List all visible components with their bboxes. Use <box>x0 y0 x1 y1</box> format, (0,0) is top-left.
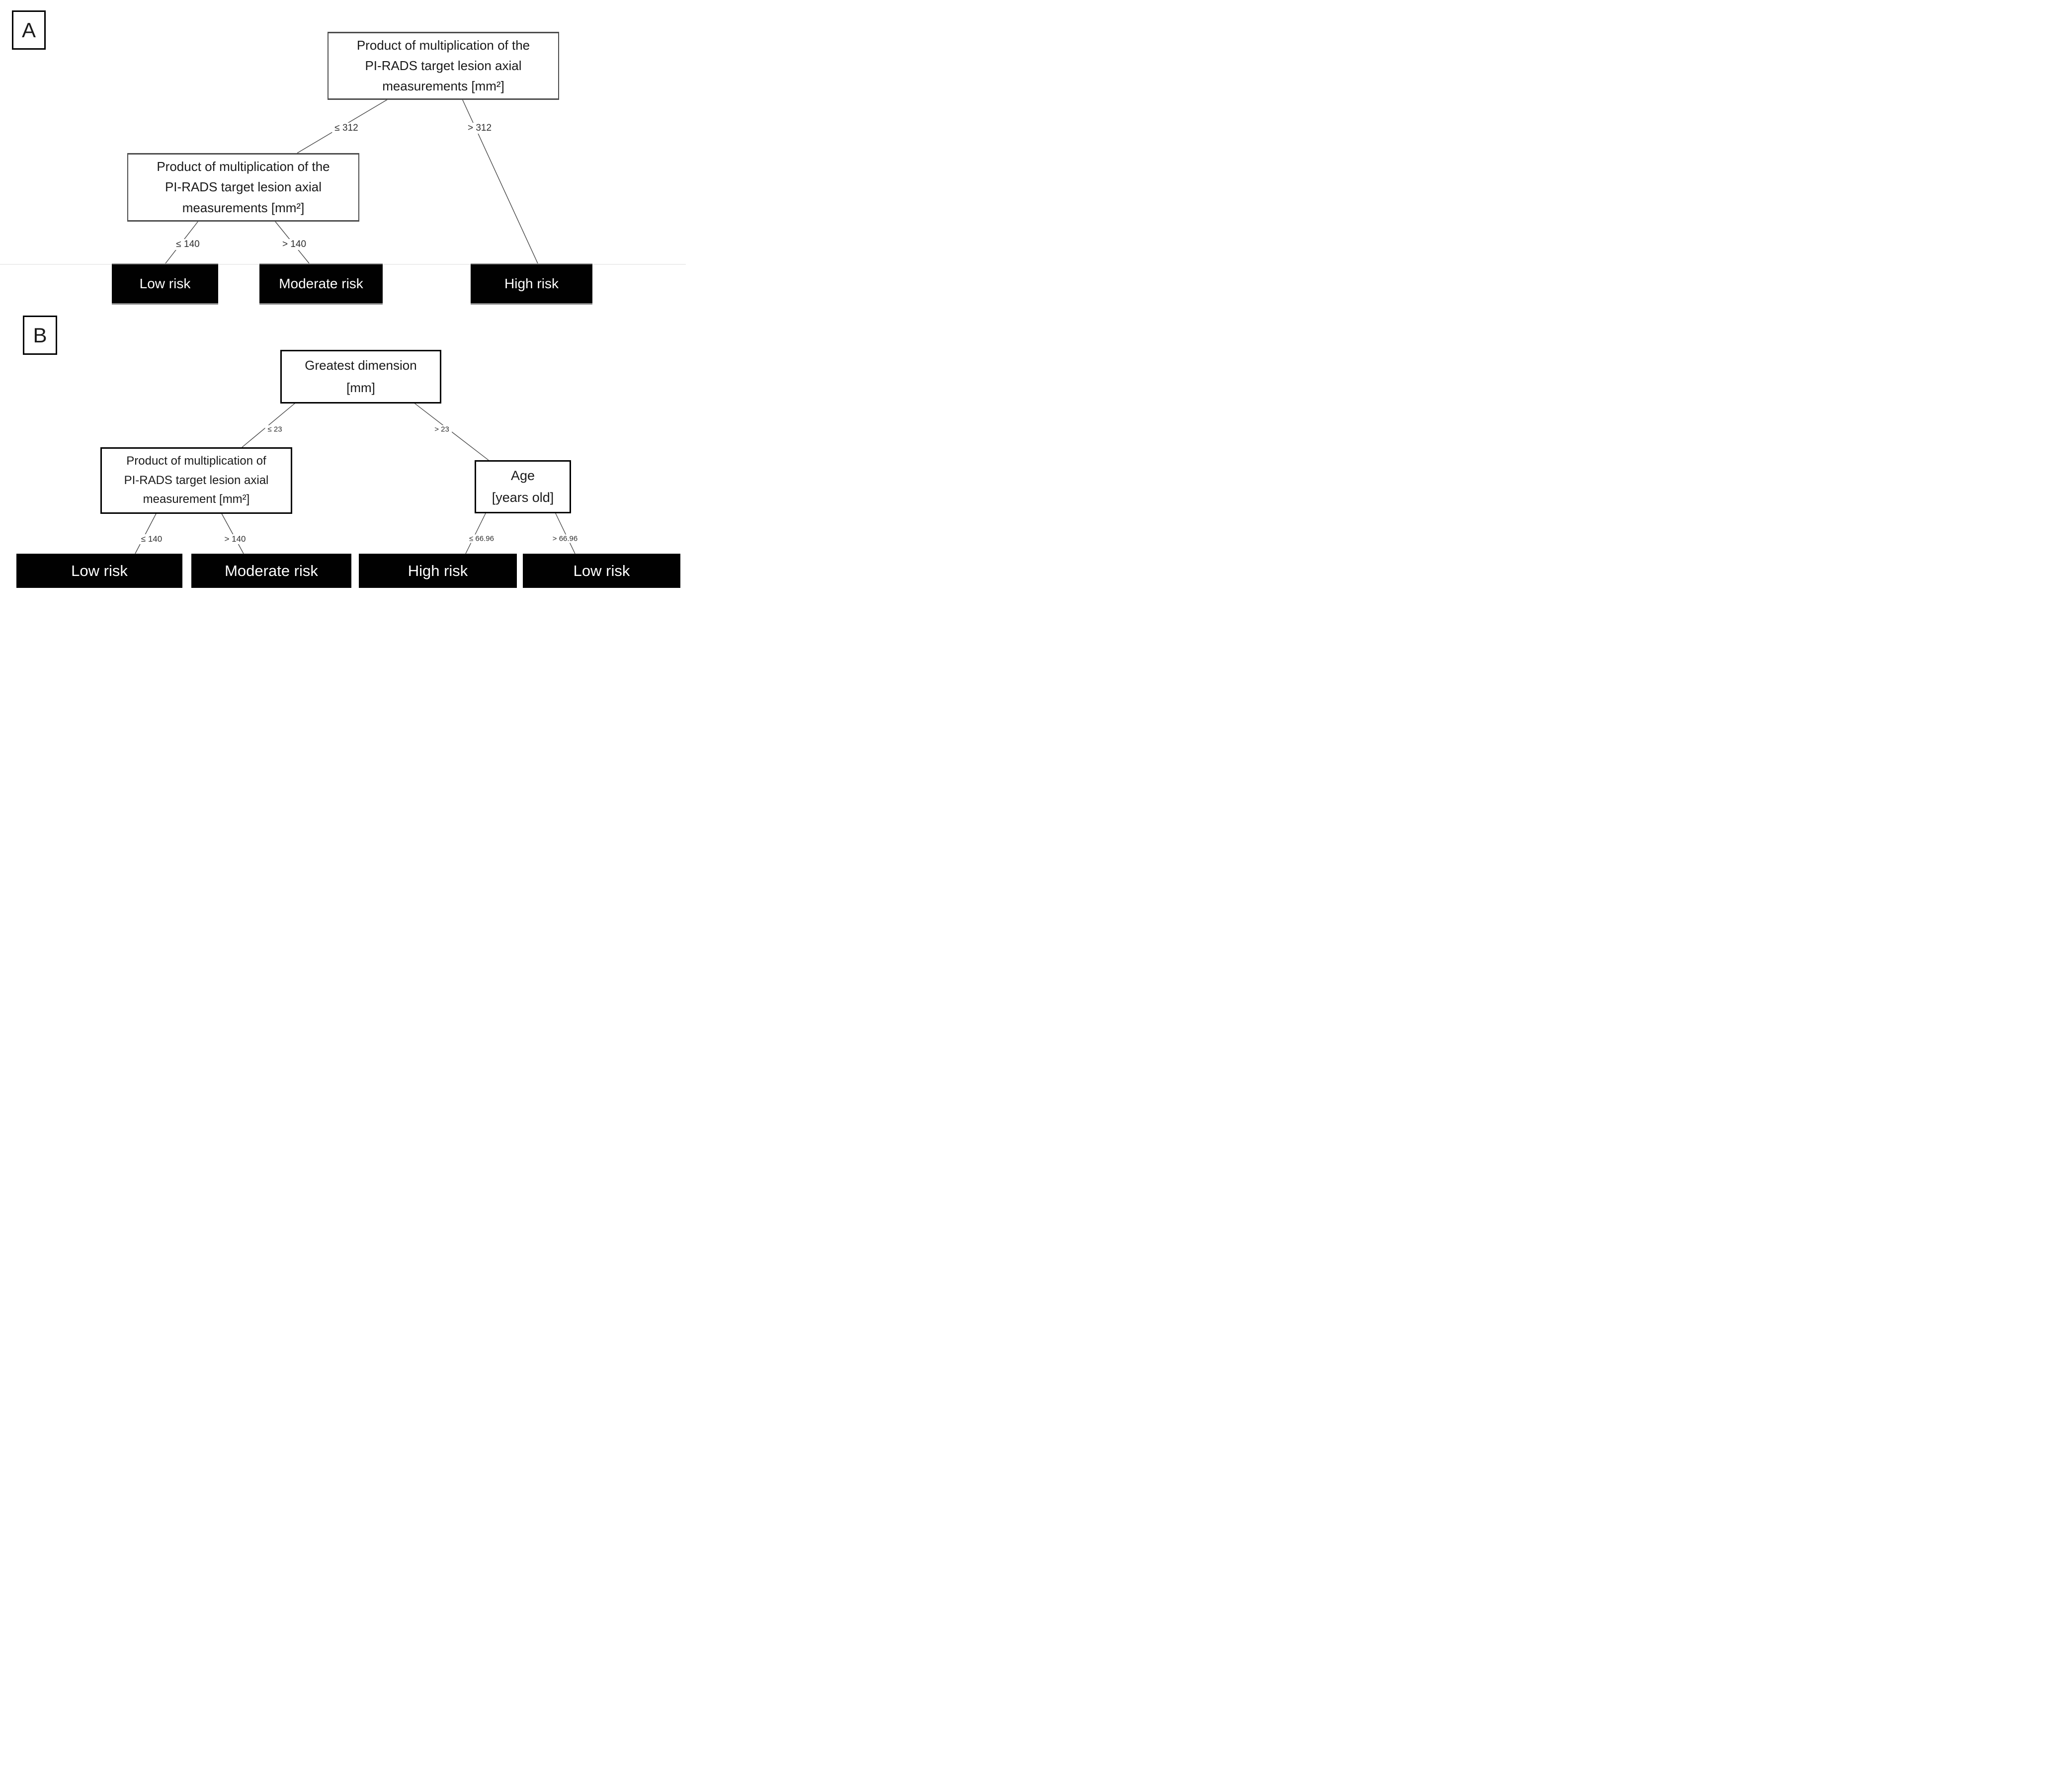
panel-b-root-node: Greatest dimension [mm] <box>280 350 441 404</box>
panel-a-root-node: Product of multiplication of the PI-RADS… <box>328 32 559 100</box>
panel-a-branch-gt-140: > 140 <box>279 239 309 250</box>
edge-b-age-to-high-risk <box>465 510 488 554</box>
panel-b-branch-gt-66-96: > 66.96 <box>550 534 580 543</box>
tree-edges <box>135 97 576 554</box>
panel-b-age-node: Age [years old] <box>475 460 571 513</box>
edge-b-root-to-left-node <box>242 400 299 448</box>
panel-a-branch-le-140: ≤ 140 <box>173 239 202 250</box>
panel-b-left-node: Product of multiplication of PI-RADS tar… <box>100 447 292 514</box>
panel-b-leaf-high-risk: High risk <box>359 554 517 588</box>
panel-b-leaf-low-risk-1: Low risk <box>16 554 182 588</box>
edge-b-left-to-moderate-risk <box>220 510 244 554</box>
panel-b-branch-le-140: ≤ 140 <box>138 534 165 544</box>
panel-a-leaf-low-risk: Low risk <box>112 263 218 305</box>
panel-b-label: B <box>23 316 57 355</box>
panel-b-leaf-low-risk-2: Low risk <box>523 554 680 588</box>
panel-a-child-node: Product of multiplication of the PI-RADS… <box>127 153 359 222</box>
panel-a-branch-le-312: ≤ 312 <box>332 123 361 134</box>
edge-b-left-to-low-risk <box>135 510 158 554</box>
panel-b-branch-le-23: ≤ 23 <box>265 425 285 434</box>
panel-b-branch-le-66-96: ≤ 66.96 <box>467 534 496 543</box>
decision-tree-figure: A Product of multiplication of the PI-RA… <box>0 0 686 597</box>
panel-a-label: A <box>12 10 46 50</box>
panel-a-leaf-high-risk: High risk <box>471 263 592 305</box>
panel-a-leaf-moderate-risk: Moderate risk <box>259 263 383 305</box>
panel-b-leaf-moderate-risk: Moderate risk <box>191 554 351 588</box>
panel-b-branch-gt-23: > 23 <box>432 425 452 434</box>
panel-a-branch-gt-312: > 312 <box>465 123 494 134</box>
edge-b-age-to-low-risk <box>554 510 576 554</box>
panel-b-branch-gt-140: > 140 <box>222 534 248 544</box>
